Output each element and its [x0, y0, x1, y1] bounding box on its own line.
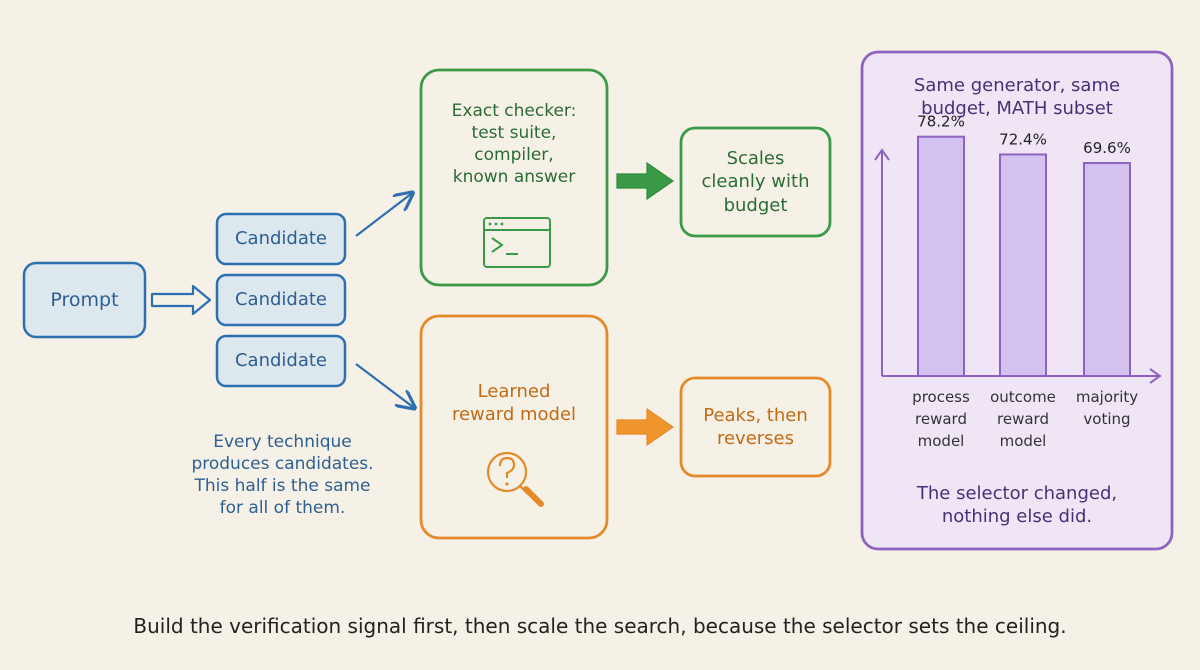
reward-model-label: Learned reward model — [451, 380, 577, 425]
orange-arrow — [616, 407, 675, 447]
chart-bar — [1083, 162, 1131, 377]
exact-checker-label: Exact checker: test suite, compiler, kno… — [451, 100, 577, 188]
candidate-label-3: Candidate — [234, 350, 328, 372]
candidate-box-3 — [215, 334, 347, 388]
chart-value-label: 72.4% — [999, 130, 1047, 148]
chart-value-label: 69.6% — [1083, 139, 1131, 157]
prompt-to-candidates-arrow — [150, 284, 212, 316]
peaks-label: Peaks, then reverses — [703, 404, 808, 449]
chart-x-axis-arrowhead — [1149, 368, 1162, 384]
arrow-to-exact-checker — [355, 194, 411, 237]
exact-checker-box — [419, 68, 609, 287]
chart-bar — [999, 153, 1047, 377]
chart-bar — [917, 135, 965, 377]
arrow-to-reward-model — [355, 363, 413, 407]
scales-box — [679, 126, 832, 238]
green-arrow — [616, 161, 675, 201]
chart-value-label: 78.2% — [917, 113, 965, 131]
magnifier-question-icon — [486, 451, 544, 507]
terminal-icon — [483, 217, 551, 268]
peaks-box — [679, 376, 832, 478]
scales-label: Scales cleanly with budget — [701, 147, 810, 216]
reward-model-box — [419, 314, 609, 540]
footer-takeaway: Build the verification signal first, the… — [133, 614, 1067, 638]
candidates-note: Every technique produces candidates. Thi… — [191, 431, 374, 519]
chart-y-axis-arrowhead — [874, 148, 890, 161]
panel-title: Same generator, same budget, MATH subset — [913, 74, 1121, 119]
prompt-box — [22, 261, 147, 339]
panel-caption: The selector changed, nothing else did. — [916, 482, 1118, 527]
prompt-label: Prompt — [50, 288, 119, 311]
candidate-label-2: Candidate — [234, 289, 328, 311]
candidate-box-2 — [215, 273, 347, 327]
candidate-box-1 — [215, 212, 347, 266]
candidate-label-1: Candidate — [234, 228, 328, 250]
